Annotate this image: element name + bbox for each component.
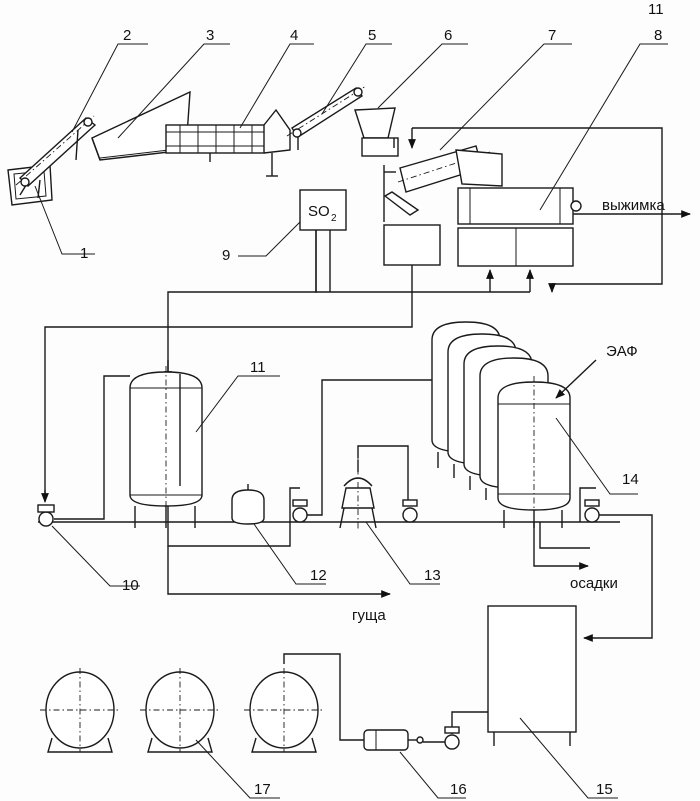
label-7: 7 [548, 27, 556, 44]
lees-flow-arrow [167, 546, 391, 598]
pump-16 [444, 726, 460, 750]
eaf-label: ЭАФ [606, 343, 638, 360]
label-13: 13 [424, 567, 441, 584]
eaf-tank-array-14 [431, 321, 571, 528]
label-5: 5 [368, 27, 376, 44]
pump-a [292, 499, 308, 523]
drainer-7 [383, 145, 503, 222]
label-4: 4 [290, 27, 298, 44]
label-11: 11 [250, 359, 266, 376]
filter-16 [363, 729, 424, 751]
label-3: 3 [206, 27, 214, 44]
tank-13 [339, 455, 377, 530]
elevator-5 [286, 85, 367, 150]
tank-11 [129, 366, 203, 528]
vyzhimka-label: выжимка [602, 197, 665, 214]
label-16: 16 [450, 781, 467, 798]
label-14: 14 [622, 471, 639, 488]
washer-conveyor-4 [165, 108, 291, 177]
label-17: 17 [254, 781, 271, 798]
label-15: 15 [596, 781, 613, 798]
label-11-top: 11 [648, 1, 664, 18]
gushcha-label: гуща [352, 607, 386, 624]
so2-doser-9: SO 2 [299, 189, 347, 231]
tank-12 [231, 484, 265, 525]
so2-label: SO [308, 203, 330, 220]
crusher-6 [354, 107, 399, 157]
leader-lines [34, 43, 668, 799]
so2-subscript: 2 [331, 213, 337, 224]
sediment-flow-arrow [533, 522, 589, 570]
label-1: 1 [80, 245, 88, 262]
label-12: 12 [310, 567, 327, 584]
pump-c [584, 499, 600, 523]
label-8: 8 [654, 27, 662, 44]
osadki-label: осадки [570, 575, 618, 592]
juice-collector [383, 224, 441, 266]
storage-tank-17a [40, 668, 120, 753]
pump-10 [37, 504, 55, 527]
inclined-elevator-2 [15, 115, 97, 187]
press-8 [457, 187, 582, 267]
storage-tank-17c [244, 668, 324, 753]
label-9: 9 [222, 247, 230, 264]
storage-tank-17b [140, 668, 220, 753]
label-6: 6 [444, 27, 452, 44]
return-line [412, 127, 663, 285]
pump-b [402, 499, 418, 523]
unit-15 [487, 605, 577, 746]
label-2: 2 [123, 27, 131, 44]
label-10: 10 [122, 577, 139, 594]
